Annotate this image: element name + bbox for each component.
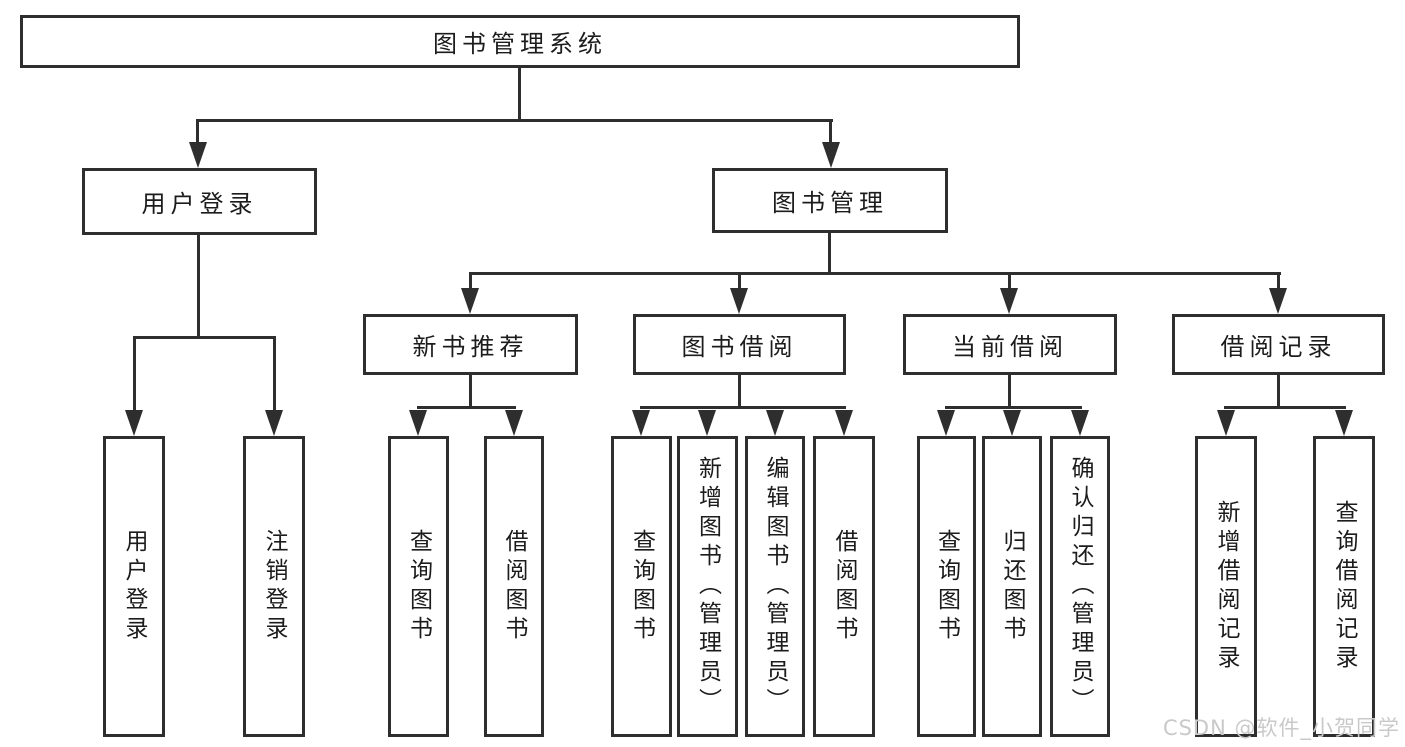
node-book-management: 图书管理 [712, 168, 948, 233]
leaf-borrow-edit-book-admin: 编辑图书（管理员） [745, 436, 805, 737]
leaf-logout-label: 注销登录 [261, 528, 287, 645]
node-book-borrow: 图书借阅 [633, 314, 846, 375]
leaf-borrow-borrow-book-label: 借阅图书 [831, 528, 857, 645]
leaf-current-confirm-return-admin-label: 确认归还（管理员） [1067, 456, 1093, 717]
connector-h-line [640, 406, 846, 409]
connector-stub-line [738, 274, 741, 290]
arrowhead-down-icon [937, 410, 955, 436]
arrowhead-down-icon [409, 410, 427, 436]
connector-v-line [469, 375, 472, 408]
arrowhead-down-icon [766, 410, 784, 436]
leaf-borrow-borrow-book: 借阅图书 [813, 436, 875, 737]
connector-stub-line [133, 338, 136, 410]
node-current-borrow-label: 当前借阅 [952, 333, 1068, 361]
connector-h-line [1224, 406, 1346, 409]
leaf-recommend-borrow-book: 借阅图书 [484, 436, 544, 737]
leaf-current-query-book-label: 查询图书 [933, 528, 960, 645]
connector-v-line [738, 375, 741, 408]
connector-v-line [518, 67, 521, 120]
connector-v-line [197, 235, 200, 336]
node-user-login-branch: 用户登录 [82, 168, 317, 235]
arrowhead-down-icon [1335, 410, 1353, 436]
node-user-login-branch-label: 用户登录 [141, 190, 258, 218]
leaf-user-login: 用户登录 [103, 436, 165, 737]
leaf-borrow-add-book-admin: 新增图书（管理员） [677, 436, 738, 737]
connector-h-line [945, 406, 1082, 409]
watermark: CSDN @软件_小贺同学 [1162, 716, 1400, 740]
leaf-current-query-book: 查询图书 [917, 436, 976, 737]
leaf-borrow-query-book: 查询图书 [611, 436, 672, 737]
node-borrow-records-label: 借阅记录 [1220, 333, 1337, 361]
arrowhead-down-icon [698, 410, 716, 436]
connector-v-line [1008, 375, 1011, 408]
leaf-borrow-edit-book-admin-label: 编辑图书（管理员） [762, 456, 788, 717]
leaf-user-login-label: 用户登录 [121, 528, 147, 645]
arrowhead-down-icon [822, 142, 840, 168]
connector-h-line [196, 119, 833, 122]
connector-h-line [133, 336, 276, 339]
connector-h-line [417, 406, 516, 409]
arrowhead-down-icon [505, 410, 523, 436]
connector-stub-line [196, 121, 199, 144]
node-root-label: 图书管理系统 [433, 30, 607, 58]
leaf-records-add-record-label: 新增借阅记录 [1213, 499, 1239, 674]
arrowhead-down-icon [1003, 410, 1021, 436]
arrowhead-down-icon [1217, 410, 1235, 436]
connector-stub-line [273, 338, 276, 410]
leaf-recommend-query-book-label: 查询图书 [405, 528, 432, 645]
leaf-current-confirm-return-admin: 确认归还（管理员） [1050, 436, 1110, 737]
connector-v-line [1277, 375, 1280, 408]
node-new-book-recommend-label: 新书推荐 [412, 333, 529, 361]
arrowhead-down-icon [1000, 288, 1018, 314]
arrowhead-down-icon [125, 410, 143, 436]
leaf-records-query-record: 查询借阅记录 [1313, 436, 1375, 737]
arrowhead-down-icon [730, 288, 748, 314]
leaf-current-return-book: 归还图书 [982, 436, 1042, 737]
arrowhead-down-icon [1071, 410, 1089, 436]
leaf-borrow-query-book-label: 查询图书 [628, 528, 655, 645]
arrowhead-down-icon [189, 142, 207, 168]
arrowhead-down-icon [632, 410, 650, 436]
leaf-recommend-query-book: 查询图书 [388, 436, 449, 737]
arrowhead-down-icon [1269, 288, 1287, 314]
arrowhead-down-icon [265, 410, 283, 436]
connector-stub-line [1008, 274, 1011, 290]
connector-stub-line [1277, 274, 1280, 290]
node-book-management-label: 图书管理 [772, 189, 888, 217]
leaf-recommend-borrow-book-label: 借阅图书 [501, 528, 527, 645]
node-borrow-records: 借阅记录 [1172, 314, 1385, 375]
node-book-borrow-label: 图书借阅 [681, 333, 798, 361]
node-root: 图书管理系统 [20, 15, 1020, 68]
connector-stub-line [829, 121, 832, 144]
connector-v-line [828, 233, 831, 273]
connector-h-line [469, 272, 1281, 275]
node-current-borrow: 当前借阅 [903, 314, 1117, 375]
leaf-borrow-add-book-admin-label: 新增图书（管理员） [694, 456, 721, 717]
node-new-book-recommend: 新书推荐 [363, 314, 578, 375]
leaf-records-query-record-label: 查询借阅记录 [1331, 499, 1357, 674]
leaf-logout: 注销登录 [243, 436, 305, 737]
arrowhead-down-icon [835, 410, 853, 436]
leaf-records-add-record: 新增借阅记录 [1195, 436, 1257, 737]
connector-stub-line [469, 274, 472, 290]
arrowhead-down-icon [461, 288, 479, 314]
leaf-current-return-book-label: 归还图书 [999, 528, 1025, 645]
